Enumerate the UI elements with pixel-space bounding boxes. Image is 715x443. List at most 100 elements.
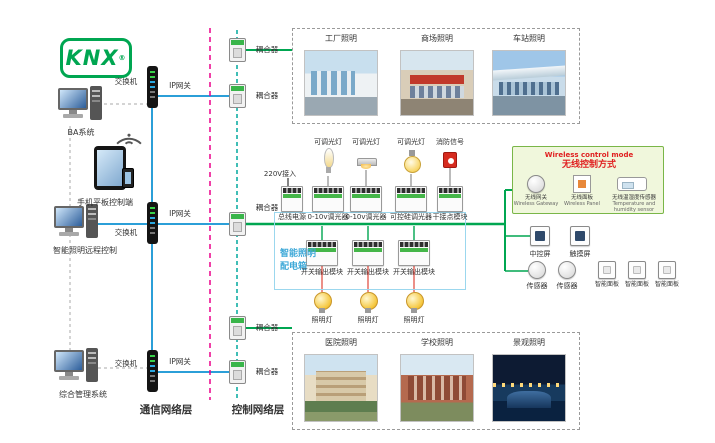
sensor-device-1 xyxy=(528,261,546,279)
gallery-label-factory: 工厂照明 xyxy=(325,34,357,43)
module-label-triac: 可控硅调光器 xyxy=(390,213,432,221)
lamp-label-1: 照明灯 xyxy=(311,316,333,324)
load-label-dimmable-3: 可调光灯 xyxy=(397,138,425,146)
ethernet-switch-3 xyxy=(147,350,158,392)
gallery-label-mall: 商场照明 xyxy=(421,34,453,43)
pc2-label: 智能照明远程控制 xyxy=(53,246,117,255)
module-010v-dimmer-1 xyxy=(312,186,344,212)
wireless-gateway-device xyxy=(527,175,545,193)
module-switch-output-2 xyxy=(352,240,384,266)
module-label-bus-power: 总线电源 xyxy=(278,213,306,221)
switch3-label: 交换机 xyxy=(114,359,138,368)
photo-hospital-lighting xyxy=(304,354,378,422)
smart-panel-device-3 xyxy=(658,261,676,279)
cabinet-title-line1: 智能照明 xyxy=(280,249,317,259)
module-label-010v-2: 0-10v调光器 xyxy=(345,213,387,221)
bus-coupler-2 xyxy=(229,84,246,108)
photo-station-lighting xyxy=(492,50,566,116)
monitor-icon xyxy=(54,350,84,372)
module-dry-contact xyxy=(437,186,463,212)
smart-panel-device-2 xyxy=(628,261,646,279)
load-label-dimmable-2: 可调光灯 xyxy=(352,138,380,146)
lamp-feed-lines xyxy=(321,266,415,292)
pc-tower-icon xyxy=(86,348,98,382)
gallery-label-landscape: 景观照明 xyxy=(513,338,545,347)
module-010v-dimmer-2 xyxy=(350,186,382,212)
wireless-gateway-label-en: Wireless Gateway xyxy=(513,201,559,207)
module-bus-power xyxy=(281,186,303,212)
coupler2-label: 耦合器 xyxy=(255,91,279,100)
ip-gateway1-label: IP网关 xyxy=(169,81,191,90)
application-gallery-bottom xyxy=(292,332,580,430)
sensor-device-2 xyxy=(558,261,576,279)
wireless-sensor-label-en: Temperature and humidity sensor xyxy=(612,201,656,213)
bulb-lamp-icon xyxy=(404,150,421,174)
module-switch-output-1 xyxy=(306,240,338,266)
central-screen-label: 中控屏 xyxy=(529,250,551,258)
remote-control-pc xyxy=(54,204,100,244)
bus-coupler-5 xyxy=(229,360,246,384)
downlight-icon xyxy=(357,158,377,170)
bus-coupler-3 xyxy=(229,212,246,236)
wireless-panel-label-en: Wireless Panel xyxy=(564,201,600,207)
layer-label-control: 控制网络层 xyxy=(231,404,285,416)
knx-logo: KNX® xyxy=(60,38,132,78)
lamp-icon-2 xyxy=(360,292,378,314)
bus-coupler-1 xyxy=(229,38,246,62)
management-system-pc xyxy=(54,348,100,388)
load-label-dimmable-1: 可调光灯 xyxy=(314,138,342,146)
ip-gateway2-label: IP网关 xyxy=(169,209,191,218)
gallery-label-school: 学校照明 xyxy=(421,338,453,347)
phone-device xyxy=(122,168,134,188)
smart-panel-label-1: 智能面板 xyxy=(594,281,619,288)
touch-screen-label: 触摸屏 xyxy=(569,250,591,258)
pc-tower-icon xyxy=(86,204,98,238)
pc-tower-icon xyxy=(90,86,102,120)
monitor-icon xyxy=(54,206,84,228)
smart-panel-label-3: 智能面板 xyxy=(654,281,679,288)
wireless-title-en: Wireless control mode xyxy=(544,151,634,159)
lamp-label-3: 照明灯 xyxy=(403,316,425,324)
wireless-gateway-label-cn: 无线网关 xyxy=(524,195,547,201)
lamp-icon-1 xyxy=(314,292,332,314)
module-label-switch-2: 开关输出模块 xyxy=(347,268,389,276)
monitor-icon xyxy=(58,88,88,110)
fire-alarm-icon xyxy=(443,152,457,168)
ethernet-switch-1 xyxy=(147,66,158,108)
coupler5-label: 耦合器 xyxy=(255,367,279,376)
central-screen-device xyxy=(530,226,550,246)
lamp-label-2: 照明灯 xyxy=(357,316,379,324)
photo-mall-lighting xyxy=(400,50,474,116)
layer-label-communication: 通信网络层 xyxy=(139,404,193,416)
registered-mark: ® xyxy=(118,54,127,62)
coupler4-label: 耦合器 xyxy=(255,323,279,332)
module-triac-dimmer xyxy=(395,186,427,212)
bus-row2-stub-lines xyxy=(321,226,415,240)
coupler1-label: 耦合器 xyxy=(255,45,279,54)
wireless-panel-device xyxy=(573,175,591,193)
switch1-label: 交换机 xyxy=(114,77,138,86)
smart-panel-label-2: 智能面板 xyxy=(624,281,649,288)
lamp-icon-3 xyxy=(406,292,424,314)
touch-screen-device xyxy=(570,226,590,246)
module-label-switch-1: 开关输出模块 xyxy=(301,268,343,276)
photo-factory-lighting xyxy=(304,50,378,116)
wireless-control-box: Wireless control mode 无线控制方式 无线网关 Wirele… xyxy=(512,146,664,214)
module-label-dry-contact: 干接点模块 xyxy=(432,213,468,221)
sensor-label-1: 传感器 xyxy=(526,282,548,290)
pc1-label: BA系统 xyxy=(67,128,95,137)
tablet-label: 手机平板控制端 xyxy=(77,198,133,207)
smart-panel-device-1 xyxy=(598,261,616,279)
module-switch-output-3 xyxy=(398,240,430,266)
gallery-label-hospital: 医院照明 xyxy=(325,338,357,347)
switch2-label: 交换机 xyxy=(114,228,138,237)
photo-school-lighting xyxy=(400,354,474,422)
tablet-device xyxy=(94,146,126,190)
application-gallery-top xyxy=(292,28,580,124)
load-label-fire-signal: 消防信号 xyxy=(436,138,464,146)
ethernet-switch-2 xyxy=(147,202,158,244)
coupler3-label: 耦合器 xyxy=(255,203,279,212)
mains-label: 220V接入 xyxy=(263,170,297,178)
wireless-panel-label-cn: 无线面板 xyxy=(570,195,593,201)
